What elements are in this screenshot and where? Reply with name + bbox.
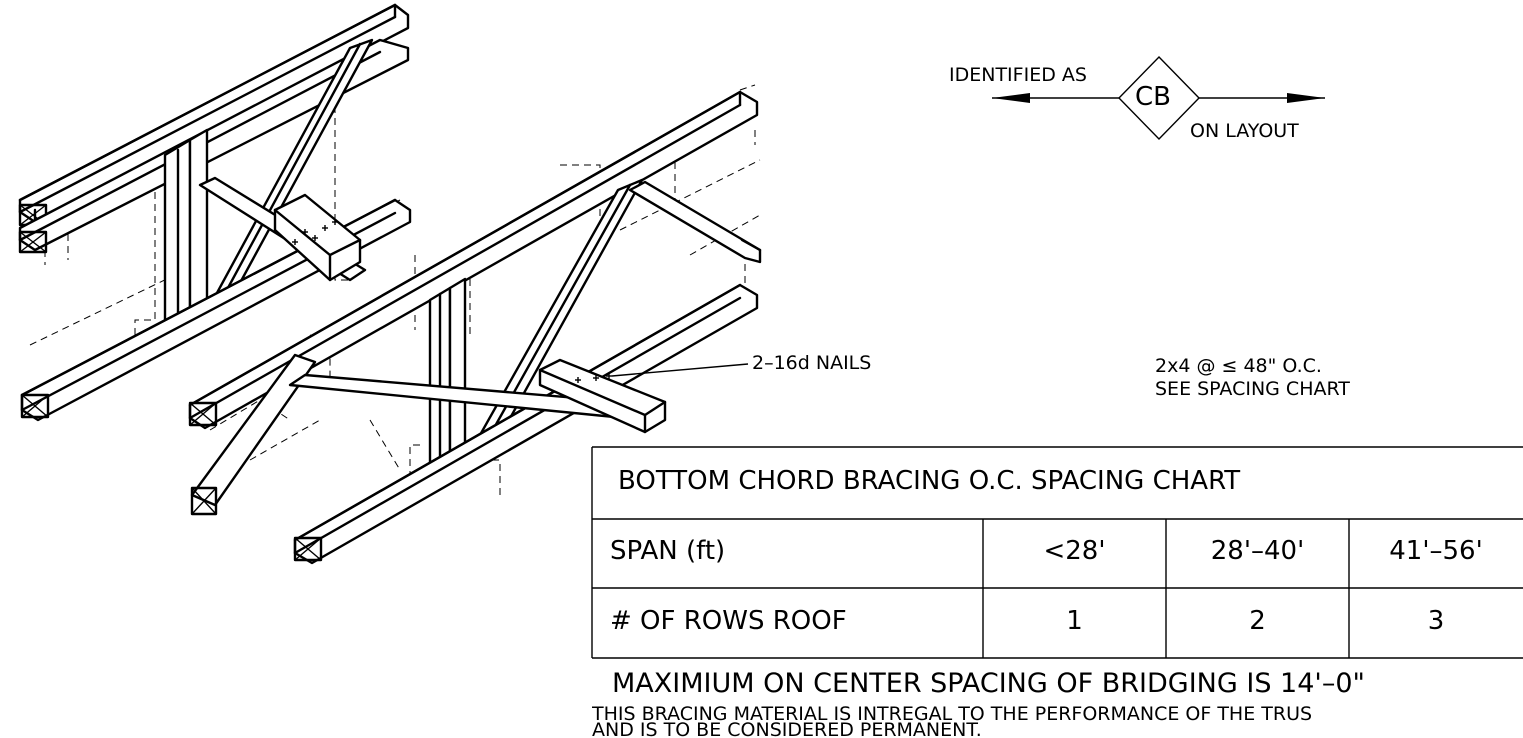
spacing-callout-line1: 2x4 @ ≤ 48" O.C. [1155, 355, 1322, 377]
row-span-value-2: 28'–40' [1210, 536, 1305, 566]
truss-isometric-drawing [18, 3, 762, 565]
permanent-note-line2: AND IS TO BE CONSIDERED PERMANENT. [592, 719, 982, 738]
spacing-callout-line2: SEE SPACING CHART [1155, 378, 1350, 400]
permanent-note-clip: THIS BRACING MATERIAL IS INTREGAL TO THE… [592, 706, 1523, 738]
symbol-right-label: ON LAYOUT [1190, 120, 1299, 142]
spacing-chart-grid [591, 446, 1523, 659]
max-spacing-note: MAXIMIUM ON CENTER SPACING OF BRIDGING I… [612, 668, 1365, 699]
chart-title: BOTTOM CHORD BRACING O.C. SPACING CHART [618, 466, 1241, 496]
right-arrow-icon [1287, 93, 1325, 103]
cross-brace-left [198, 176, 367, 282]
diamond-icon [1118, 55, 1200, 141]
row-span-label: SPAN (ft) [610, 536, 726, 566]
row-rows-value-3: 3 [1427, 606, 1445, 636]
symbol-code: CB [1135, 82, 1171, 112]
cb-symbol [992, 55, 1325, 141]
front-truss [18, 3, 412, 422]
row-span-value-3: 41'–56' [1389, 536, 1483, 566]
row-rows-label: # OF ROWS ROOF [610, 606, 847, 636]
row-span-value-1: <28' [1043, 536, 1106, 566]
permanent-note-line1: THIS BRACING MATERIAL IS INTREGAL TO THE… [592, 706, 1313, 725]
row-rows-value-1: 1 [1066, 606, 1083, 636]
left-arrow-icon [992, 93, 1030, 103]
cross-brace-right [288, 358, 667, 434]
symbol-left-label: IDENTIFIED AS [949, 64, 1087, 86]
nails-leader [611, 363, 749, 377]
nails-callout: 2–16d NAILS [752, 352, 872, 374]
row-rows-value-2: 2 [1249, 606, 1266, 636]
